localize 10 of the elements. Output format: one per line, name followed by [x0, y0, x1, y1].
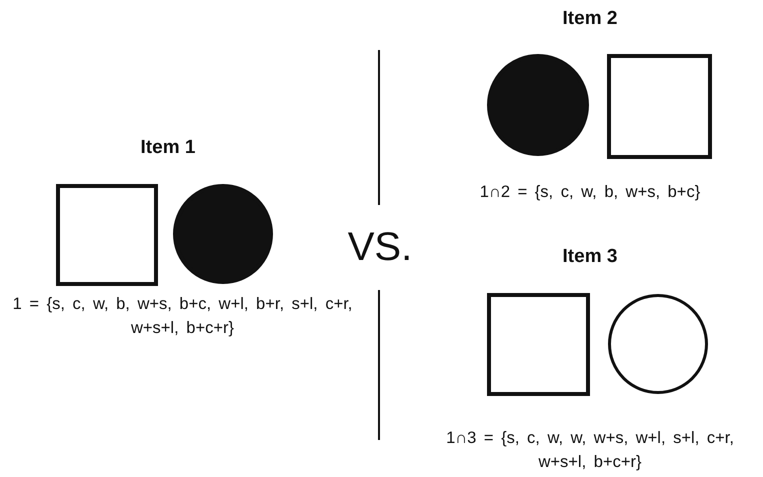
- item-title: Item 2: [562, 8, 618, 30]
- outline-square: [487, 293, 590, 396]
- outline-square: [56, 184, 158, 286]
- set-formula: 1∩2 = {s, c, w, b, w+s, b+c}: [478, 182, 702, 203]
- vs-text: VS.: [346, 225, 414, 270]
- outline-square: [607, 54, 712, 159]
- item-title: Item 3: [562, 246, 618, 268]
- set-formula: 1∩3 = {s, c, w, w, w+s, w+l, s+l, c+r, w+s+l, b+c+r}: [445, 428, 735, 473]
- item-title: Item 1: [140, 137, 196, 159]
- set-formula: 1 = {s, c, w, b, w+s, b+c, w+l, b+r, s+l, c+r, w+s+l, b+c+r}: [12, 294, 354, 339]
